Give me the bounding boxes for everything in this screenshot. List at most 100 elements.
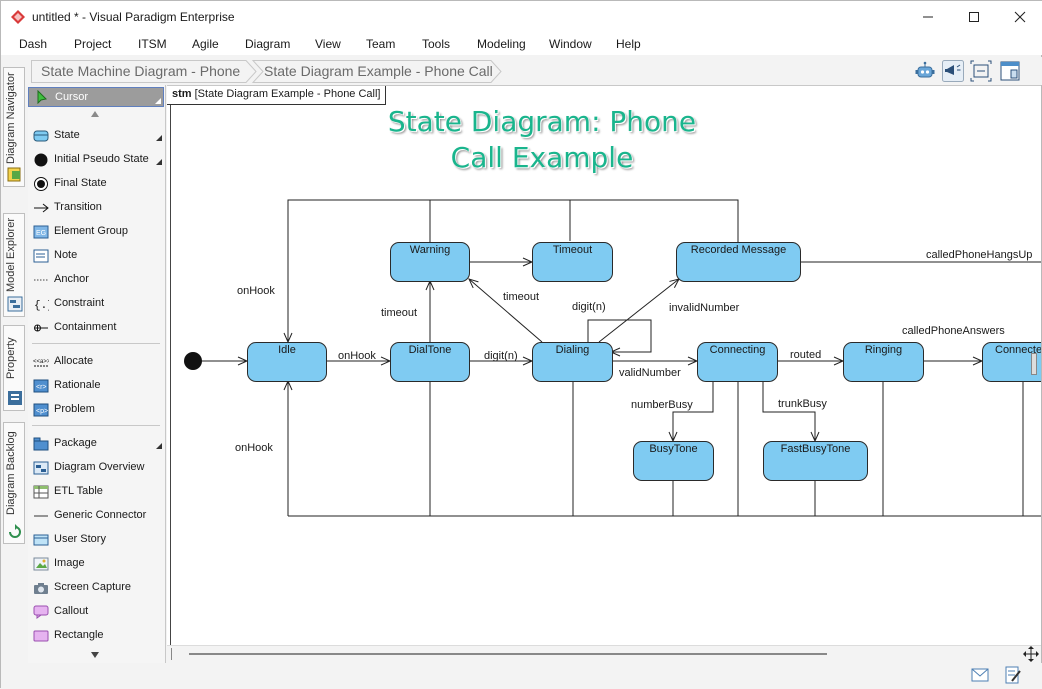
transition-label-timeout-dialing[interactable]: timeout: [503, 291, 540, 303]
mail-icon[interactable]: [971, 668, 989, 682]
frame-name: [State Diagram Example - Phone Call]: [194, 88, 381, 100]
diagram-overview-icon: [33, 461, 49, 475]
palette-item-rationale[interactable]: <r> Rationale: [28, 376, 164, 396]
transition-label-timeout-dialtone[interactable]: timeout: [381, 307, 418, 319]
state-connecting[interactable]: Connecting: [697, 342, 778, 382]
robot-assistant-icon[interactable]: [914, 60, 936, 82]
state-dialtone[interactable]: DialTone: [390, 342, 470, 382]
state-ringing[interactable]: Ringing: [843, 342, 924, 382]
palette-item-final-state[interactable]: Final State: [28, 174, 164, 194]
palette-item-image[interactable]: Image: [28, 554, 164, 574]
palette-item-etl-table[interactable]: ETL Table: [28, 482, 164, 502]
state-recorded-message[interactable]: Recorded Message: [676, 242, 801, 282]
transition-label-digit-self[interactable]: digit(n): [572, 301, 606, 313]
state-idle[interactable]: Idle: [247, 342, 327, 382]
transition-label-called-hangs-up[interactable]: calledPhoneHangsUp: [926, 249, 1033, 261]
menu-itsm[interactable]: ITSM: [138, 37, 167, 51]
diagram-title-line2: Call Example: [450, 141, 634, 174]
palette-item-containment[interactable]: Containment: [28, 318, 164, 338]
palette-cursor-label: Cursor: [55, 91, 89, 103]
transition-label-number-busy[interactable]: numberBusy: [631, 399, 693, 411]
diagram-canvas[interactable]: stm [State Diagram Example - Phone Call]…: [167, 85, 1041, 645]
transition-label-digit-dialtone[interactable]: digit(n): [484, 350, 518, 362]
maximize-button[interactable]: [951, 1, 997, 33]
menu-agile[interactable]: Agile: [192, 37, 219, 51]
minimize-button[interactable]: [905, 1, 951, 33]
state-busytone[interactable]: BusyTone: [633, 441, 714, 481]
tab-model-explorer[interactable]: Model Explorer: [3, 213, 25, 317]
palette-item-initial-pseudo-state[interactable]: Initial Pseudo State: [28, 150, 164, 170]
edit-document-icon[interactable]: [1005, 666, 1021, 684]
transition-label-onhook-bottom[interactable]: onHook: [235, 442, 273, 454]
scroll-up-arrow-icon[interactable]: [90, 110, 100, 118]
user-story-icon: [33, 534, 49, 546]
breadcrumb-item-diagram-model[interactable]: State Machine Diagram - Phone: [41, 63, 241, 79]
layout-panel-icon[interactable]: [999, 60, 1021, 82]
state-dialtone-label: DialTone: [408, 344, 452, 356]
palette-item-allocate[interactable]: <<a>> Allocate: [28, 352, 164, 372]
palette-separator: [32, 425, 160, 426]
palette-item-element-group[interactable]: EG Element Group: [28, 222, 164, 242]
palette-item-user-story[interactable]: User Story: [28, 530, 164, 550]
menu-team[interactable]: Team: [366, 37, 396, 51]
transition-label-valid-number[interactable]: validNumber: [619, 367, 681, 379]
transition-arrow-icon: [34, 203, 49, 213]
palette-item-callout[interactable]: Callout: [28, 602, 164, 622]
palette-item-problem[interactable]: <p> Problem: [28, 400, 164, 420]
palette-item-note[interactable]: Note: [28, 246, 164, 266]
tab-diagram-backlog[interactable]: Diagram Backlog: [3, 422, 25, 544]
palette-item-diagram-overview-label: Diagram Overview: [54, 461, 145, 473]
transition-label-onhook-mid[interactable]: onHook: [338, 350, 376, 362]
transition-label-called-answers[interactable]: calledPhoneAnswers: [902, 325, 1005, 337]
menu-project[interactable]: Project: [74, 37, 112, 51]
menu-view[interactable]: View: [315, 37, 341, 51]
close-icon: [1014, 11, 1026, 23]
menu-tools[interactable]: Tools: [422, 37, 451, 51]
state-fastbusytone[interactable]: FastBusyTone: [763, 441, 868, 481]
palette-item-state[interactable]: State: [28, 126, 164, 146]
state-expand-icon: [156, 135, 162, 141]
constraint-icon: {.}: [34, 300, 49, 311]
tab-diagram-navigator[interactable]: Diagram Navigator: [3, 67, 25, 187]
palette-item-rectangle[interactable]: Rectangle: [28, 626, 164, 646]
state-warning[interactable]: Warning: [390, 242, 470, 282]
initial-state-node[interactable]: [184, 352, 202, 370]
palette-item-note-label: Note: [54, 249, 78, 261]
announcement-icon[interactable]: [942, 60, 964, 82]
palette-item-package[interactable]: Package: [28, 434, 164, 454]
transition-label-invalid-number[interactable]: invalidNumber: [669, 302, 740, 314]
menu-diagram[interactable]: Diagram: [245, 37, 291, 51]
menu-modeling[interactable]: Modeling: [477, 37, 526, 51]
title-bar: untitled * - Visual Paradigm Enterprise: [1, 1, 1042, 33]
palette-item-constraint-label: Constraint: [54, 297, 105, 309]
breadcrumb-item-diagram[interactable]: State Diagram Example - Phone Call: [264, 63, 493, 79]
palette-item-transition[interactable]: Transition: [28, 198, 164, 218]
tab-property[interactable]: Property: [3, 325, 25, 411]
menu-help[interactable]: Help: [616, 37, 641, 51]
close-button[interactable]: [997, 1, 1042, 33]
horizontal-scrollbar[interactable]: [167, 645, 1041, 662]
transition-label-trunk-busy[interactable]: trunkBusy: [778, 398, 827, 410]
state-dialing[interactable]: Dialing: [532, 342, 613, 382]
palette-item-diagram-overview[interactable]: Diagram Overview: [28, 458, 164, 478]
resize-handle[interactable]: [1031, 353, 1037, 375]
menu-dash[interactable]: Dash: [19, 37, 48, 51]
palette-item-anchor[interactable]: Anchor: [28, 270, 164, 290]
transition-label-onhook-top[interactable]: onHook: [237, 285, 275, 297]
transition-label-routed[interactable]: routed: [790, 349, 822, 361]
state-timeout[interactable]: Timeout: [532, 242, 613, 282]
pan-move-icon[interactable]: [1023, 646, 1039, 662]
scroll-down-arrow-icon[interactable]: [90, 651, 100, 659]
menu-window[interactable]: Window: [549, 37, 592, 51]
anchor-line-icon: [34, 279, 48, 281]
palette-item-generic-connector[interactable]: Generic Connector: [28, 506, 164, 526]
palette-item-screen-capture[interactable]: Screen Capture: [28, 578, 164, 598]
fit-diagram-icon[interactable]: [970, 60, 992, 82]
scrollbar-thumb[interactable]: [189, 653, 827, 655]
final-state-icon: [34, 177, 48, 191]
palette-item-anchor-label: Anchor: [54, 273, 89, 285]
palette-item-constraint[interactable]: {.} Constraint: [28, 294, 164, 314]
palette-cursor-tool[interactable]: Cursor: [28, 87, 164, 107]
diagram-title[interactable]: State Diagram: Phone Call Example: [357, 104, 727, 176]
svg-text:<p>: <p>: [36, 408, 48, 415]
